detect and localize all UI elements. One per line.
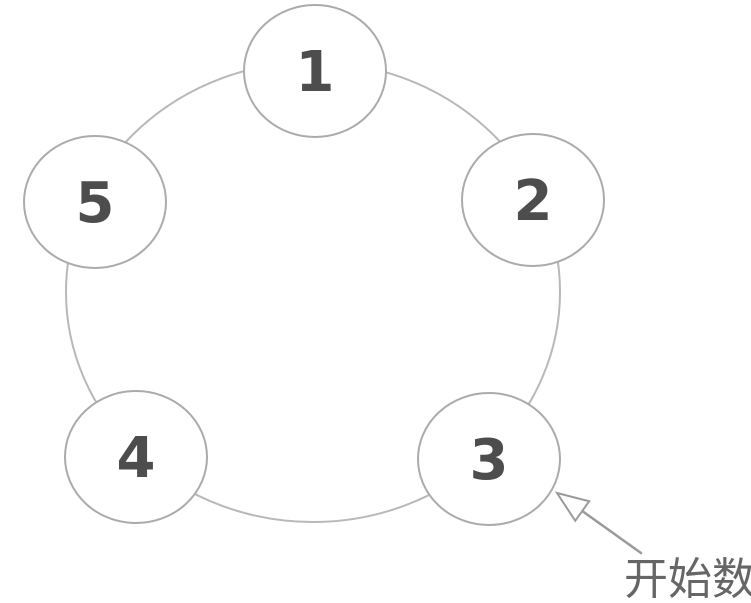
node-circle-4 <box>64 390 208 524</box>
node-label-2: 2 <box>514 169 553 234</box>
node-circle-1 <box>243 4 387 138</box>
node-circle-5 <box>23 135 167 269</box>
node-label-5: 5 <box>76 171 115 236</box>
node-1: 1 <box>243 4 387 138</box>
nodes-layer: 1 2 3 4 5 <box>23 4 605 526</box>
node-circle-3 <box>417 392 561 526</box>
node-2: 2 <box>461 133 605 267</box>
arrow-layer <box>554 491 643 555</box>
node-3: 3 <box>417 392 561 526</box>
node-5: 5 <box>23 135 167 269</box>
arrow-shaft <box>580 509 643 555</box>
node-label-4: 4 <box>117 426 156 491</box>
node-4: 4 <box>64 390 208 524</box>
arrowhead-icon <box>554 491 591 523</box>
node-label-3: 3 <box>470 428 509 493</box>
start-counting-label: 开始数 <box>624 554 751 603</box>
node-label-1: 1 <box>296 40 335 105</box>
node-circle-2 <box>461 133 605 267</box>
